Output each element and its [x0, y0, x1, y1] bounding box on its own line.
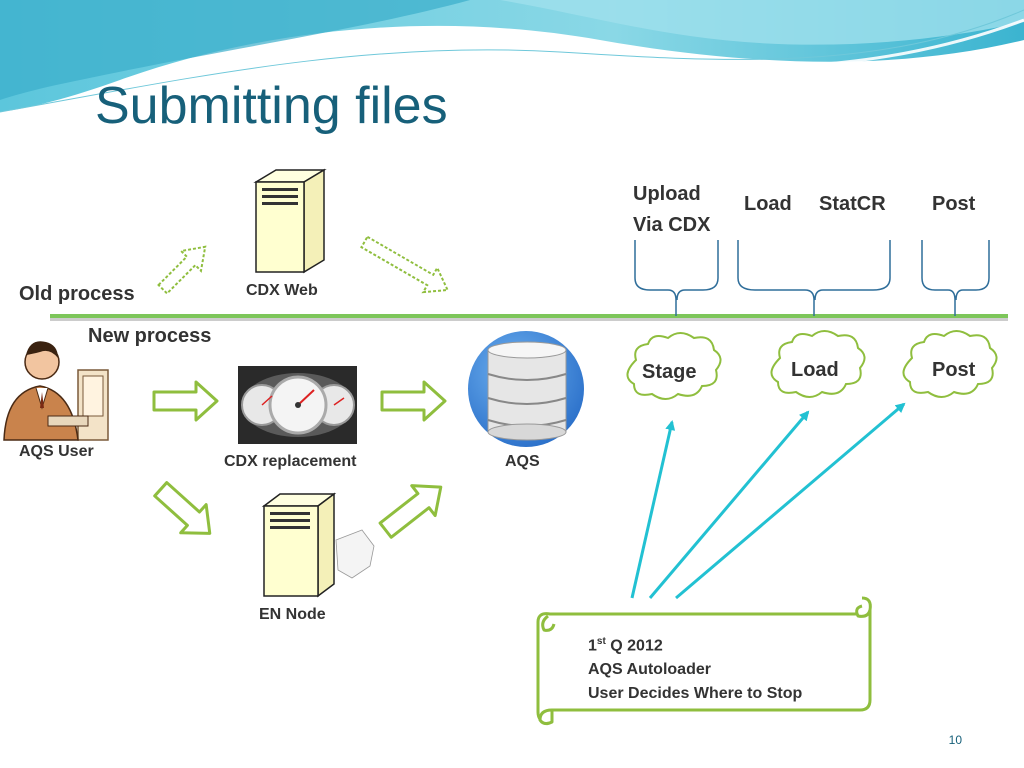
- scroll-note-line3: User Decides Where to Stop: [588, 685, 803, 703]
- bracket-load-statcr: [737, 240, 891, 316]
- scroll-note-text: 1st Q 2012 AQS Autoloader User Decides W…: [588, 630, 802, 706]
- old-arrow-down-icon: [360, 235, 450, 294]
- new-process-label: New process: [88, 325, 212, 347]
- cyan-arrow-to-stage: [630, 420, 676, 599]
- bracket-upload: [634, 240, 719, 316]
- slide-title: Submitting files: [95, 77, 448, 135]
- cloud-stage: [626, 332, 722, 400]
- cloud-load: [770, 330, 866, 398]
- bracket-post: [921, 240, 990, 316]
- new-arrow-user-to-en-icon: [153, 481, 212, 535]
- new-arrow-user-to-cdx-icon: [152, 380, 219, 422]
- aqs-user-label: AQS User: [19, 443, 94, 460]
- page-number: 10: [948, 733, 962, 747]
- cyan-arrow-to-load: [648, 410, 810, 599]
- process-divider-line: [50, 314, 1008, 321]
- header-wave-decoration: [0, 0, 1024, 120]
- cdx-web-server-icon: [253, 168, 327, 274]
- en-node-label: EN Node: [259, 606, 326, 623]
- cdx-replacement-label: CDX replacement: [224, 453, 357, 470]
- cdx-web-label: CDX Web: [246, 282, 318, 299]
- aqs-user-icon: [3, 341, 109, 441]
- old-arrow-up-icon: [157, 245, 207, 295]
- post-top-label: Post: [932, 193, 976, 215]
- load-top-label: Load: [744, 193, 792, 215]
- en-node-server-icon: [261, 492, 375, 598]
- scroll-note-shape: [536, 596, 872, 726]
- cyan-arrow-to-post: [675, 402, 906, 600]
- upload-label-line2: Via CDX: [633, 214, 711, 236]
- old-process-label: Old process: [19, 283, 135, 305]
- cloud-load-label: Load: [791, 359, 839, 381]
- upload-label-line1: Upload: [633, 183, 701, 205]
- cyan-arrows: [630, 402, 906, 600]
- cloud-post-label: Post: [932, 359, 976, 381]
- cdx-replacement-dashboard-icon: [238, 366, 357, 444]
- new-arrow-en-to-aqs-icon: [378, 484, 443, 539]
- cloud-post: [902, 330, 998, 398]
- scroll-note-line2: AQS Autoloader: [588, 661, 711, 679]
- new-arrow-cdx-to-aqs-icon: [380, 380, 447, 422]
- statcr-top-label: StatCR: [819, 193, 886, 215]
- scroll-note-line1: 1st Q 2012: [588, 636, 663, 655]
- aqs-label: AQS: [505, 453, 540, 470]
- aqs-database-icon: [468, 331, 584, 447]
- cloud-stage-label: Stage: [642, 361, 697, 383]
